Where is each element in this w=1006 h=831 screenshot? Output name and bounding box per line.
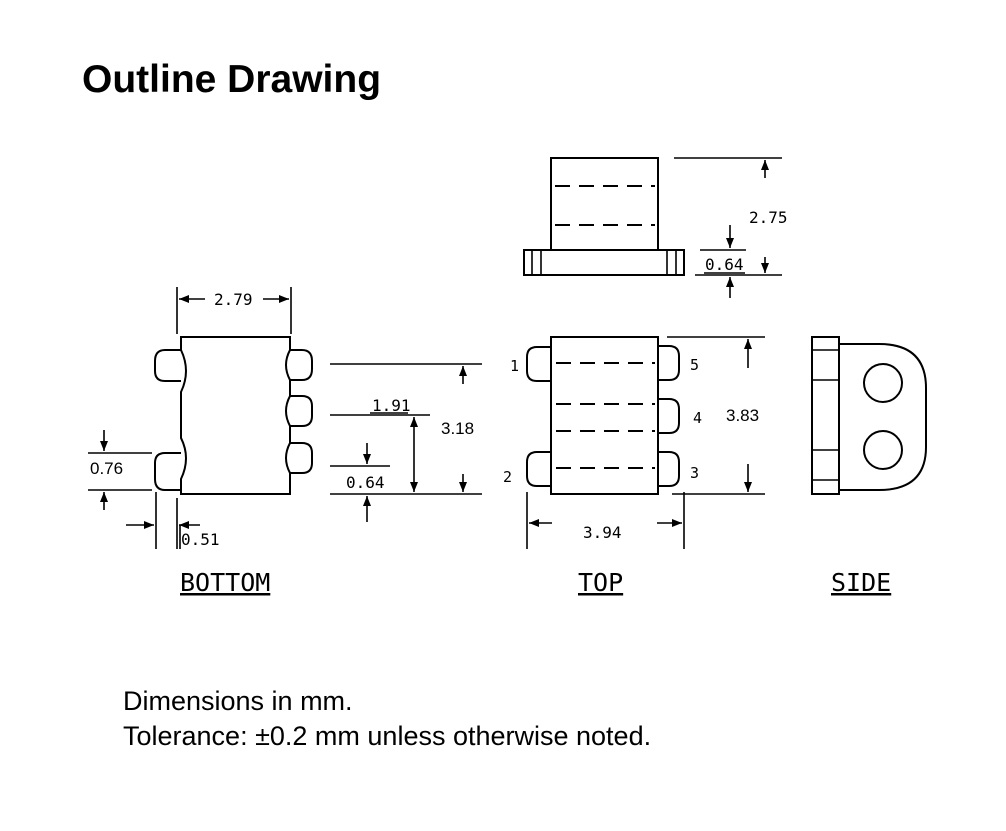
pin-5-label: 5 <box>690 356 699 374</box>
bottom-pad-left-1 <box>154 349 181 382</box>
side-hole-upper <box>863 363 903 403</box>
elevation-view: 2.75 0.64 <box>523 157 788 298</box>
dim-side-height: 2.75 <box>749 208 788 227</box>
tolerance-note: Tolerance: ±0.2 mm unless otherwise note… <box>123 721 652 751</box>
bottom-pad-right-1 <box>290 349 313 381</box>
page-title: Outline Drawing <box>82 58 382 101</box>
side-view: SIDE <box>811 336 927 597</box>
top-pad-1 <box>526 346 551 382</box>
pin-2-label: 2 <box>503 468 512 486</box>
bottom-body-outline <box>180 336 291 495</box>
bottom-pad-right-3 <box>290 442 313 474</box>
elevation-body <box>550 157 659 251</box>
top-pad-4 <box>658 398 680 434</box>
dim-side-flange: 0.64 <box>705 255 744 274</box>
dim-bottom-width: 2.79 <box>214 290 253 309</box>
bottom-pad-right-2 <box>290 395 313 427</box>
view-label-bottom: BOTTOM <box>180 568 270 597</box>
side-base <box>811 336 840 495</box>
dim-pad-width: 0.76 <box>90 459 123 478</box>
dim-top-height: 3.83 <box>726 406 759 425</box>
bottom-pad-left-2 <box>154 452 181 491</box>
bottom-view: 2.79 3.18 1.91 0.64 0.76 <box>88 287 482 597</box>
view-label-side: SIDE <box>831 568 891 597</box>
pin-4-label: 4 <box>693 409 702 427</box>
view-label-top: TOP <box>578 568 623 597</box>
top-view: 1 2 3 4 5 3.83 3.94 TOP <box>503 336 765 597</box>
dim-pad-offset: 0.51 <box>181 530 220 549</box>
notes: Dimensions in mm. Tolerance: ±0.2 mm unl… <box>123 684 651 754</box>
top-pad-2 <box>526 451 551 487</box>
top-pad-3 <box>658 451 680 487</box>
pin-1-label: 1 <box>510 357 519 375</box>
top-body <box>550 336 659 495</box>
dim-top-width: 3.94 <box>583 523 622 542</box>
side-hole-lower <box>863 430 903 470</box>
side-body-outline <box>839 343 927 491</box>
dim-pad-height: 0.64 <box>346 473 385 492</box>
units-note: Dimensions in mm. <box>123 686 353 716</box>
dim-bottom-height: 3.18 <box>441 419 474 438</box>
pin-3-label: 3 <box>690 464 699 482</box>
dim-pad-spacing: 1.91 <box>372 396 411 415</box>
top-pad-5 <box>658 345 680 381</box>
elevation-flange <box>523 249 685 276</box>
